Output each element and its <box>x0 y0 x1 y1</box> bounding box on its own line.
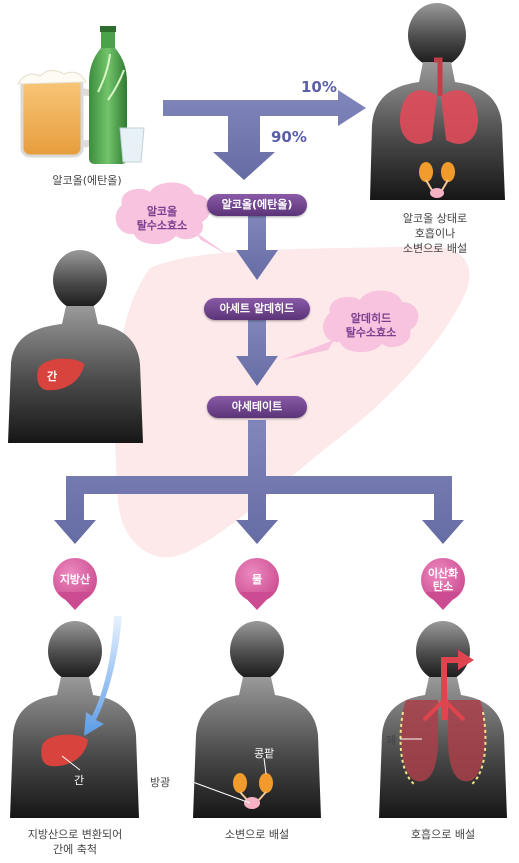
shot-glass-icon <box>119 127 145 163</box>
body-silhouette-urine <box>189 621 321 818</box>
enzyme-cloud-aldh <box>282 290 419 360</box>
body-silhouette-fat <box>10 616 139 818</box>
drop-fatty-acid-tip <box>58 592 92 610</box>
caption-fat-line2: 간에 축척 <box>53 843 97 856</box>
product-fat-label: 지방산 <box>59 573 91 586</box>
body-silhouette-breath <box>379 621 507 818</box>
product-co2-label: 이산화 탄소 <box>418 567 468 593</box>
step-alcohol: 알코올(에탄올) <box>207 194 307 216</box>
caption-co2: 호흡으로 배설 <box>410 828 476 841</box>
enzyme-aldh-line2: 탈수소효소 <box>345 326 397 339</box>
excrete-note-line2: 호흡이나 <box>414 227 456 240</box>
enzyme-adh-line2: 탈수소효소 <box>136 219 188 232</box>
caption-water: 소변으로 배설 <box>224 828 290 841</box>
caption-fat-line1: 지방산으로 변환되어 <box>27 828 123 841</box>
soju-bottle-icon <box>89 26 127 164</box>
arrow-step-2 <box>236 320 278 386</box>
percent-liver: 90% <box>271 128 307 146</box>
excrete-note-line3: 소변으로 배설 <box>402 242 468 255</box>
kidney-label: 콩팥 <box>254 747 275 760</box>
three-way-arrow <box>54 420 464 544</box>
excrete-note: 알코올 상태로 호흡이나 소변으로 배설 <box>375 211 495 256</box>
excrete-note-line1: 알코올 상태로 <box>402 212 468 225</box>
drop-water-body <box>235 558 279 602</box>
enzyme-aldh-label: 알데히드 탈수소효소 <box>333 312 409 340</box>
drop-water-tip <box>240 592 274 610</box>
enzyme-adh-line1: 알코올 <box>146 205 178 218</box>
product-co2-line1: 이산화 <box>427 567 459 580</box>
arrow-step-1 <box>236 214 278 280</box>
step-aldehyde: 아세트 알데히드 <box>204 298 310 320</box>
caption-fat: 지방산으로 변환되어 간에 축척 <box>0 827 150 857</box>
drop-co2-tip <box>426 592 460 610</box>
fat-organ-label: 간 <box>74 774 85 787</box>
body-silhouette-liver <box>8 250 143 443</box>
product-co2-line2: 탄소 <box>432 580 454 593</box>
input-label: 알코올(에탄올) <box>52 174 122 187</box>
lung-label: 폐 <box>386 734 397 747</box>
split-arrow <box>163 90 366 180</box>
bladder-label: 방광 <box>150 776 171 789</box>
body-silhouette-respiration <box>370 3 505 200</box>
product-water-label: 물 <box>251 573 263 586</box>
percent-lung: 10% <box>301 78 337 96</box>
drop-fatty-acid-body <box>53 558 97 602</box>
enzyme-aldh-line1: 알데히드 <box>350 312 392 325</box>
enzyme-cloud-adh <box>115 182 228 255</box>
liver-organ-label: 간 <box>47 370 58 383</box>
enzyme-adh-label: 알코올 탈수소효소 <box>129 205 195 233</box>
step-acetate: 아세테이트 <box>207 396 307 418</box>
drop-co2-body <box>421 558 465 602</box>
